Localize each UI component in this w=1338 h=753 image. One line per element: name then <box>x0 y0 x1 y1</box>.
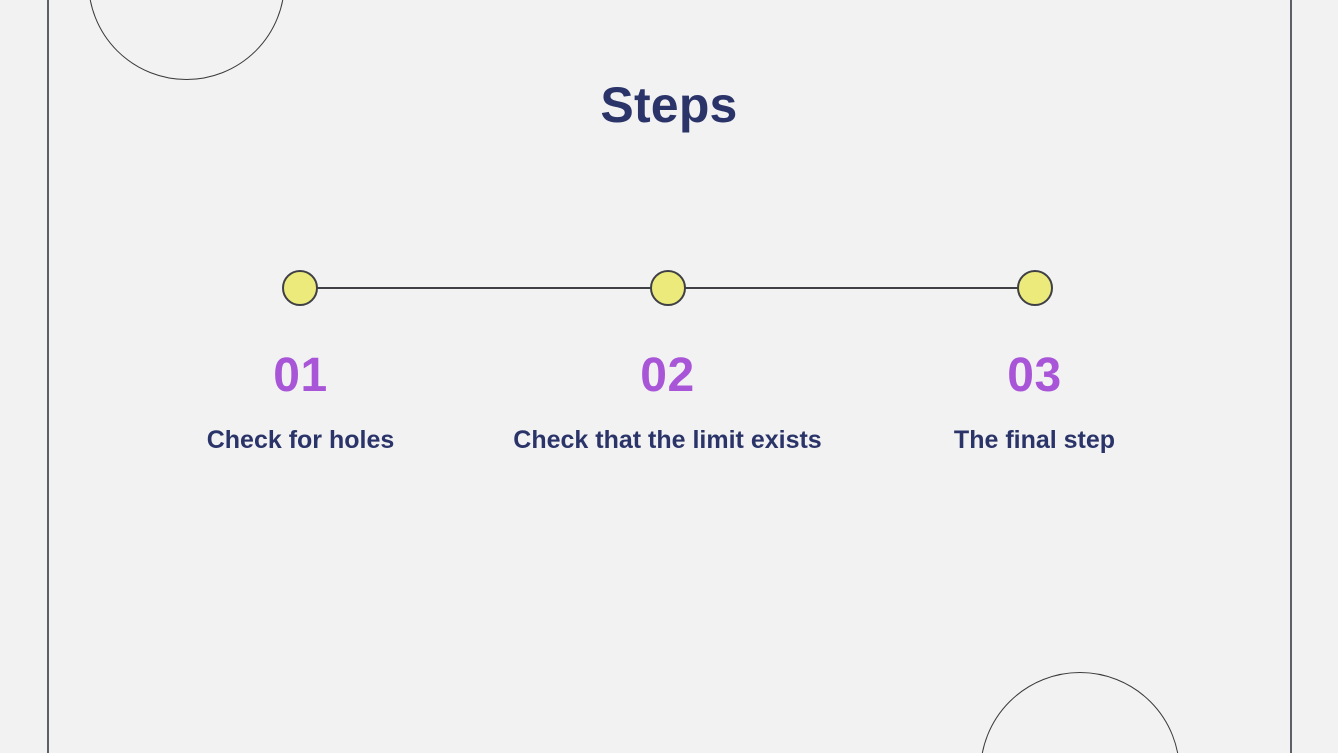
step-item-1: 01 Check for holes <box>117 352 484 461</box>
step-number-1: 01 <box>273 349 328 402</box>
steps-row: 01 Check for holes 02 Check that the lim… <box>0 352 1338 461</box>
step-label-2: Check that the limit exists <box>513 426 822 454</box>
page-title: Steps <box>600 77 738 133</box>
vertical-rule-left-icon <box>47 0 49 753</box>
timeline-node-3[interactable] <box>1017 270 1053 306</box>
outline-circle-top-left-icon <box>88 0 285 80</box>
timeline-node-1[interactable] <box>282 270 318 306</box>
step-item-2: 02 Check that the limit exists <box>484 352 851 461</box>
step-label-3: The final step <box>953 426 1116 454</box>
vertical-rule-right-icon <box>1290 0 1292 753</box>
timeline-node-2[interactable] <box>650 270 686 306</box>
step-item-3: 03 The final step <box>851 352 1218 461</box>
step-label-1: Check for holes <box>206 426 395 454</box>
step-number-2: 02 <box>640 349 695 402</box>
step-number-3: 03 <box>1007 349 1062 402</box>
outline-circle-bottom-right-icon <box>980 672 1180 753</box>
